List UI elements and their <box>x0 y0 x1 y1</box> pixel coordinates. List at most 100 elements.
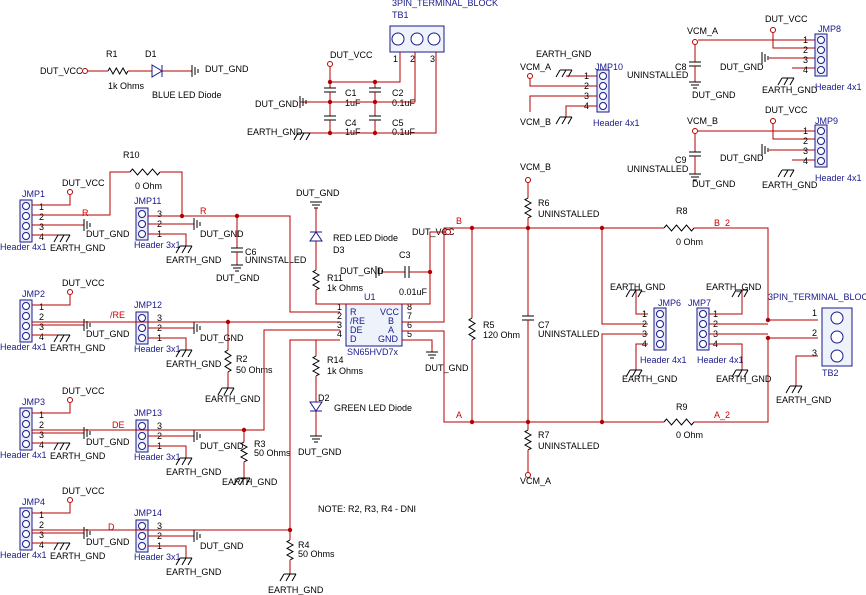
label-dut-gnd-jmp11: DUT_GND <box>200 229 244 239</box>
wire <box>402 339 433 352</box>
label-dut-gnd-jmp13: DUT_GND <box>200 441 244 451</box>
resistor-r1 <box>107 66 129 76</box>
power-pin-ring <box>67 397 73 403</box>
pin-number: 1 <box>337 302 342 312</box>
earth-symbol <box>555 69 561 78</box>
wire <box>772 33 815 49</box>
header-jmp9 <box>814 124 828 168</box>
pin-number: 8 <box>407 302 412 312</box>
label-vcm-b-jmp10: VCM_B <box>520 117 551 127</box>
power-pin-ring <box>692 39 698 45</box>
label-r1-value: 1k Ohms <box>108 81 145 91</box>
label-pin-gnd: GND <box>378 334 399 344</box>
earth-symbol <box>65 234 71 243</box>
wire <box>635 290 648 315</box>
label-dut-gnd-c9: DUT_GND <box>692 179 736 189</box>
earth-symbol <box>181 349 187 358</box>
header-pin <box>817 147 825 155</box>
label-r9: R9 <box>676 402 688 412</box>
power-pin-ring <box>82 68 88 74</box>
power-pin-ring <box>67 497 73 503</box>
resistor-r6 <box>523 197 533 219</box>
wire <box>237 215 340 313</box>
header-pin <box>22 332 30 340</box>
label-c1: C1 <box>345 88 357 98</box>
header-pin <box>22 540 30 548</box>
wire <box>148 445 187 458</box>
junction-dot <box>327 130 333 136</box>
label-tb1: TB1 <box>392 10 409 20</box>
label-earth-gnd-jmp11: EARTH_GND <box>166 255 222 265</box>
label-r3-value: 50 Ohms <box>254 448 291 458</box>
header-pin <box>817 66 825 74</box>
wire <box>402 231 445 305</box>
pin-number: 2 <box>39 212 44 222</box>
earth-symbol <box>175 245 181 254</box>
label-r4-value: 50 Ohms <box>298 549 335 559</box>
label-d3-value: RED LED Diode <box>333 233 398 243</box>
pin-number: 4 <box>584 101 589 111</box>
terminal-screw <box>830 349 844 363</box>
label-dut-vcc-jmp2: DUT_VCC <box>62 278 105 288</box>
label-earth-gnd-jmp12: EARTH_GND <box>166 359 222 369</box>
label-c6: C6 <box>245 247 257 257</box>
header-pin <box>22 530 30 538</box>
wire <box>32 503 71 514</box>
label-r14: R14 <box>327 355 344 365</box>
label-pin-re: /RE <box>350 316 365 326</box>
pin-number: 4 <box>39 332 44 342</box>
earth-symbol <box>65 542 71 551</box>
label-vcm-a-jmp8: VCM_A <box>687 26 718 36</box>
label-jmp9: JMP9 <box>815 116 838 126</box>
pin-number: 4 <box>803 65 808 75</box>
junction-dot <box>372 79 378 85</box>
earth-symbol <box>791 385 797 394</box>
pin-number: 3 <box>157 521 162 531</box>
header-pin <box>138 314 146 322</box>
earth-symbol <box>187 457 193 466</box>
power-pin-ring <box>445 229 451 235</box>
power-pin-ring <box>770 27 776 33</box>
label-jmp10: JMP10 <box>595 62 623 72</box>
junction-dot <box>327 79 333 85</box>
label-r7-uninstalled: UNINSTALLED <box>538 441 600 451</box>
label-r14-value: 1k Ohms <box>327 366 364 376</box>
label-dut-gnd-tb1: DUT_GND <box>255 99 299 109</box>
header-pin <box>699 340 707 348</box>
pin-number: 4 <box>803 156 808 166</box>
wire <box>148 545 187 558</box>
header-pin <box>817 56 825 64</box>
earth-symbol <box>637 369 643 378</box>
pin-number: 2 <box>803 45 808 55</box>
label-r6-uninstalled: UNINSTALLED <box>538 209 600 219</box>
label-dut-gnd-jmp14: DUT_GND <box>200 541 244 551</box>
label-vcm-a-jmp10: VCM_A <box>520 62 551 72</box>
label-earth-gnd-jmp10: EARTH_GND <box>536 49 592 59</box>
header-jmp6 <box>653 307 667 351</box>
label-net-re: /RE <box>110 310 125 320</box>
label-d2: D2 <box>318 393 330 403</box>
label-jmp14: JMP14 <box>134 508 162 518</box>
header-pin <box>817 157 825 165</box>
earth-symbol <box>65 334 71 343</box>
header-jmp4 <box>19 507 33 551</box>
wire <box>635 343 648 370</box>
label-pin-d: D <box>350 334 357 344</box>
wire <box>148 337 187 350</box>
wire <box>32 403 71 414</box>
label-pin-vcc: VCC <box>380 307 400 317</box>
label-earth-gnd-jmp13: EARTH_GND <box>166 467 222 477</box>
resistor-r4 <box>285 539 295 561</box>
resistor-r9 <box>663 418 695 426</box>
label-r6: R6 <box>538 198 550 208</box>
label-dut-vcc-tb1: DUT_VCC <box>330 50 373 60</box>
earth-symbol <box>789 169 795 178</box>
label-dut-gnd-d3: DUT_GND <box>296 188 340 198</box>
pin-number: 4 <box>337 329 342 339</box>
label-jmp14-header: Header 3x1 <box>134 552 181 562</box>
pin-number: 2 <box>584 81 589 91</box>
wire <box>565 105 597 117</box>
power-pin-ring <box>525 177 531 183</box>
wire <box>795 355 818 386</box>
earth-symbol <box>743 369 749 378</box>
